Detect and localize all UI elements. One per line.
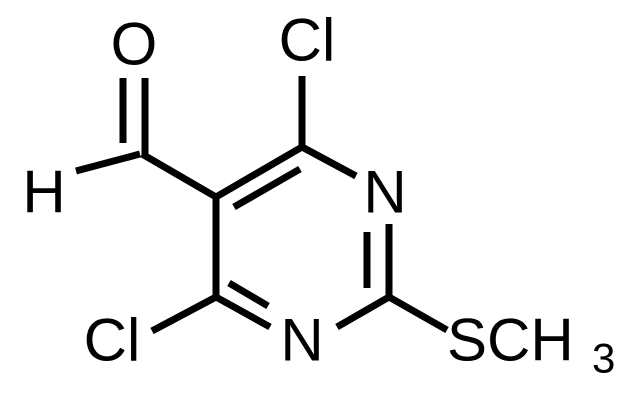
bonds	[75, 76, 449, 335]
atom-labels: O Cl H N Cl N SCH 3	[22, 7, 615, 382]
bond-c2-n1	[335, 293, 391, 331]
atom-nitrogen-lower: N	[280, 307, 323, 374]
atom-hydrogen: H	[22, 159, 65, 226]
atom-chlorine-bottom: Cl	[84, 307, 141, 374]
bond-c2-s	[387, 293, 449, 334]
atom-oxygen: O	[111, 11, 158, 78]
atom-chlorine-top: Cl	[279, 7, 336, 74]
bond-c5-c4-inner	[232, 165, 302, 211]
bond-c4-n3	[300, 143, 358, 180]
bond-h-cho	[75, 150, 141, 175]
atom-methylthio-subscript: 3	[592, 335, 615, 382]
bond-c5-c4	[214, 143, 304, 201]
bond-cho-c5	[140, 150, 218, 201]
bond-n1-c6	[214, 293, 272, 331]
atom-methylthio: SCH	[447, 307, 574, 374]
atom-nitrogen-upper: N	[363, 159, 406, 226]
bond-n1-c6-inner	[227, 279, 270, 310]
bond-c6-cl-bottom	[150, 293, 218, 335]
